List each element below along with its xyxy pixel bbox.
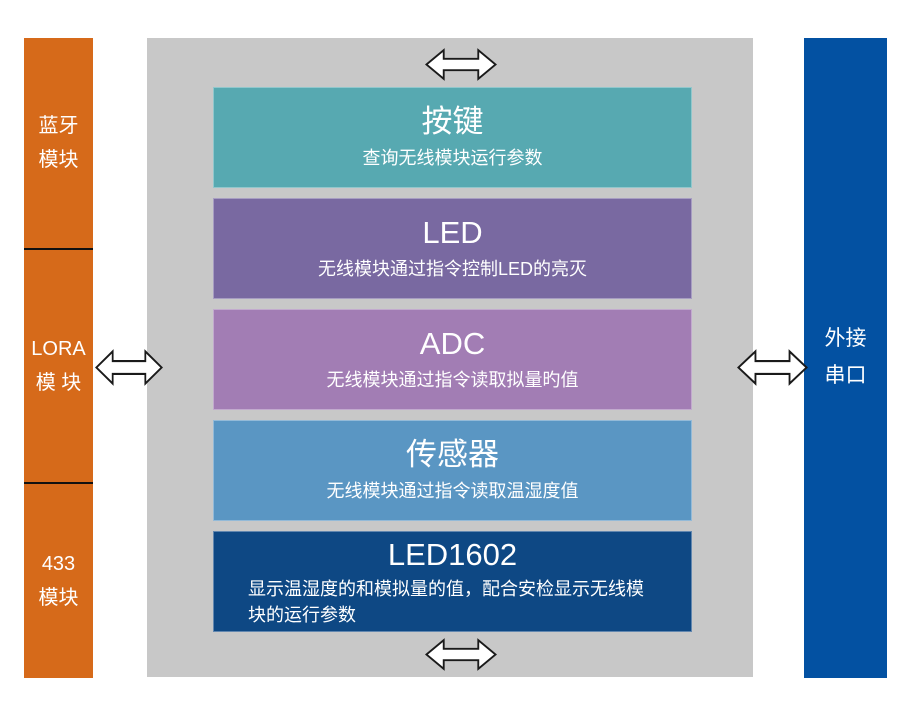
block-desc: 显示温湿度的和模拟量的值，配合安检显示无线模块的运行参数: [248, 578, 644, 625]
rail-section-lora: LORA 模 块: [24, 248, 93, 482]
main-panel: 按键 查询无线模块运行参数 LED 无线模块通过指令控制LED的亮灭 ADC 无…: [147, 38, 753, 677]
block-title: 按键: [421, 103, 484, 139]
block-adc: ADC 无线模块通过指令读取拟量旳值: [213, 309, 692, 410]
bottom-double-arrow-icon: [425, 638, 497, 671]
block-desc: 查询无线模块运行参数: [362, 148, 543, 169]
block-desc: 无线模块通过指令读取拟量旳值: [326, 370, 579, 391]
top-double-arrow-icon: [425, 48, 497, 81]
block-title: LED: [422, 214, 483, 250]
right-rail: 外接 串口: [804, 38, 887, 678]
right-rail-label: 外接 串口: [824, 327, 867, 387]
block-led: LED 无线模块通过指令控制LED的亮灭: [213, 198, 692, 299]
left-rail: 蓝牙 模块 LORA 模 块 433 模块: [24, 38, 93, 678]
left-double-arrow-icon: [95, 349, 163, 386]
block-title: ADC: [419, 325, 486, 361]
rail-section-bluetooth: 蓝牙 模块: [38, 115, 79, 171]
rail-section-433: 433 模块: [24, 482, 93, 678]
block-button: 按键 查询无线模块运行参数: [213, 87, 692, 188]
block-stack: 按键 查询无线模块运行参数 LED 无线模块通过指令控制LED的亮灭 ADC 无…: [213, 87, 692, 632]
right-double-arrow-icon: [737, 349, 808, 386]
block-desc: 无线模块通过指令读取温湿度值: [326, 481, 579, 502]
block-sensor: 传感器 无线模块通过指令读取温湿度值: [213, 420, 692, 521]
block-title: LED1602: [387, 537, 518, 573]
block-title: 传感器: [406, 436, 499, 472]
block-led1602: LED1602 显示温湿度的和模拟量的值，配合安检显示无线模块的运行参数: [213, 531, 692, 632]
block-desc: 无线模块通过指令控制LED的亮灭: [317, 259, 587, 280]
